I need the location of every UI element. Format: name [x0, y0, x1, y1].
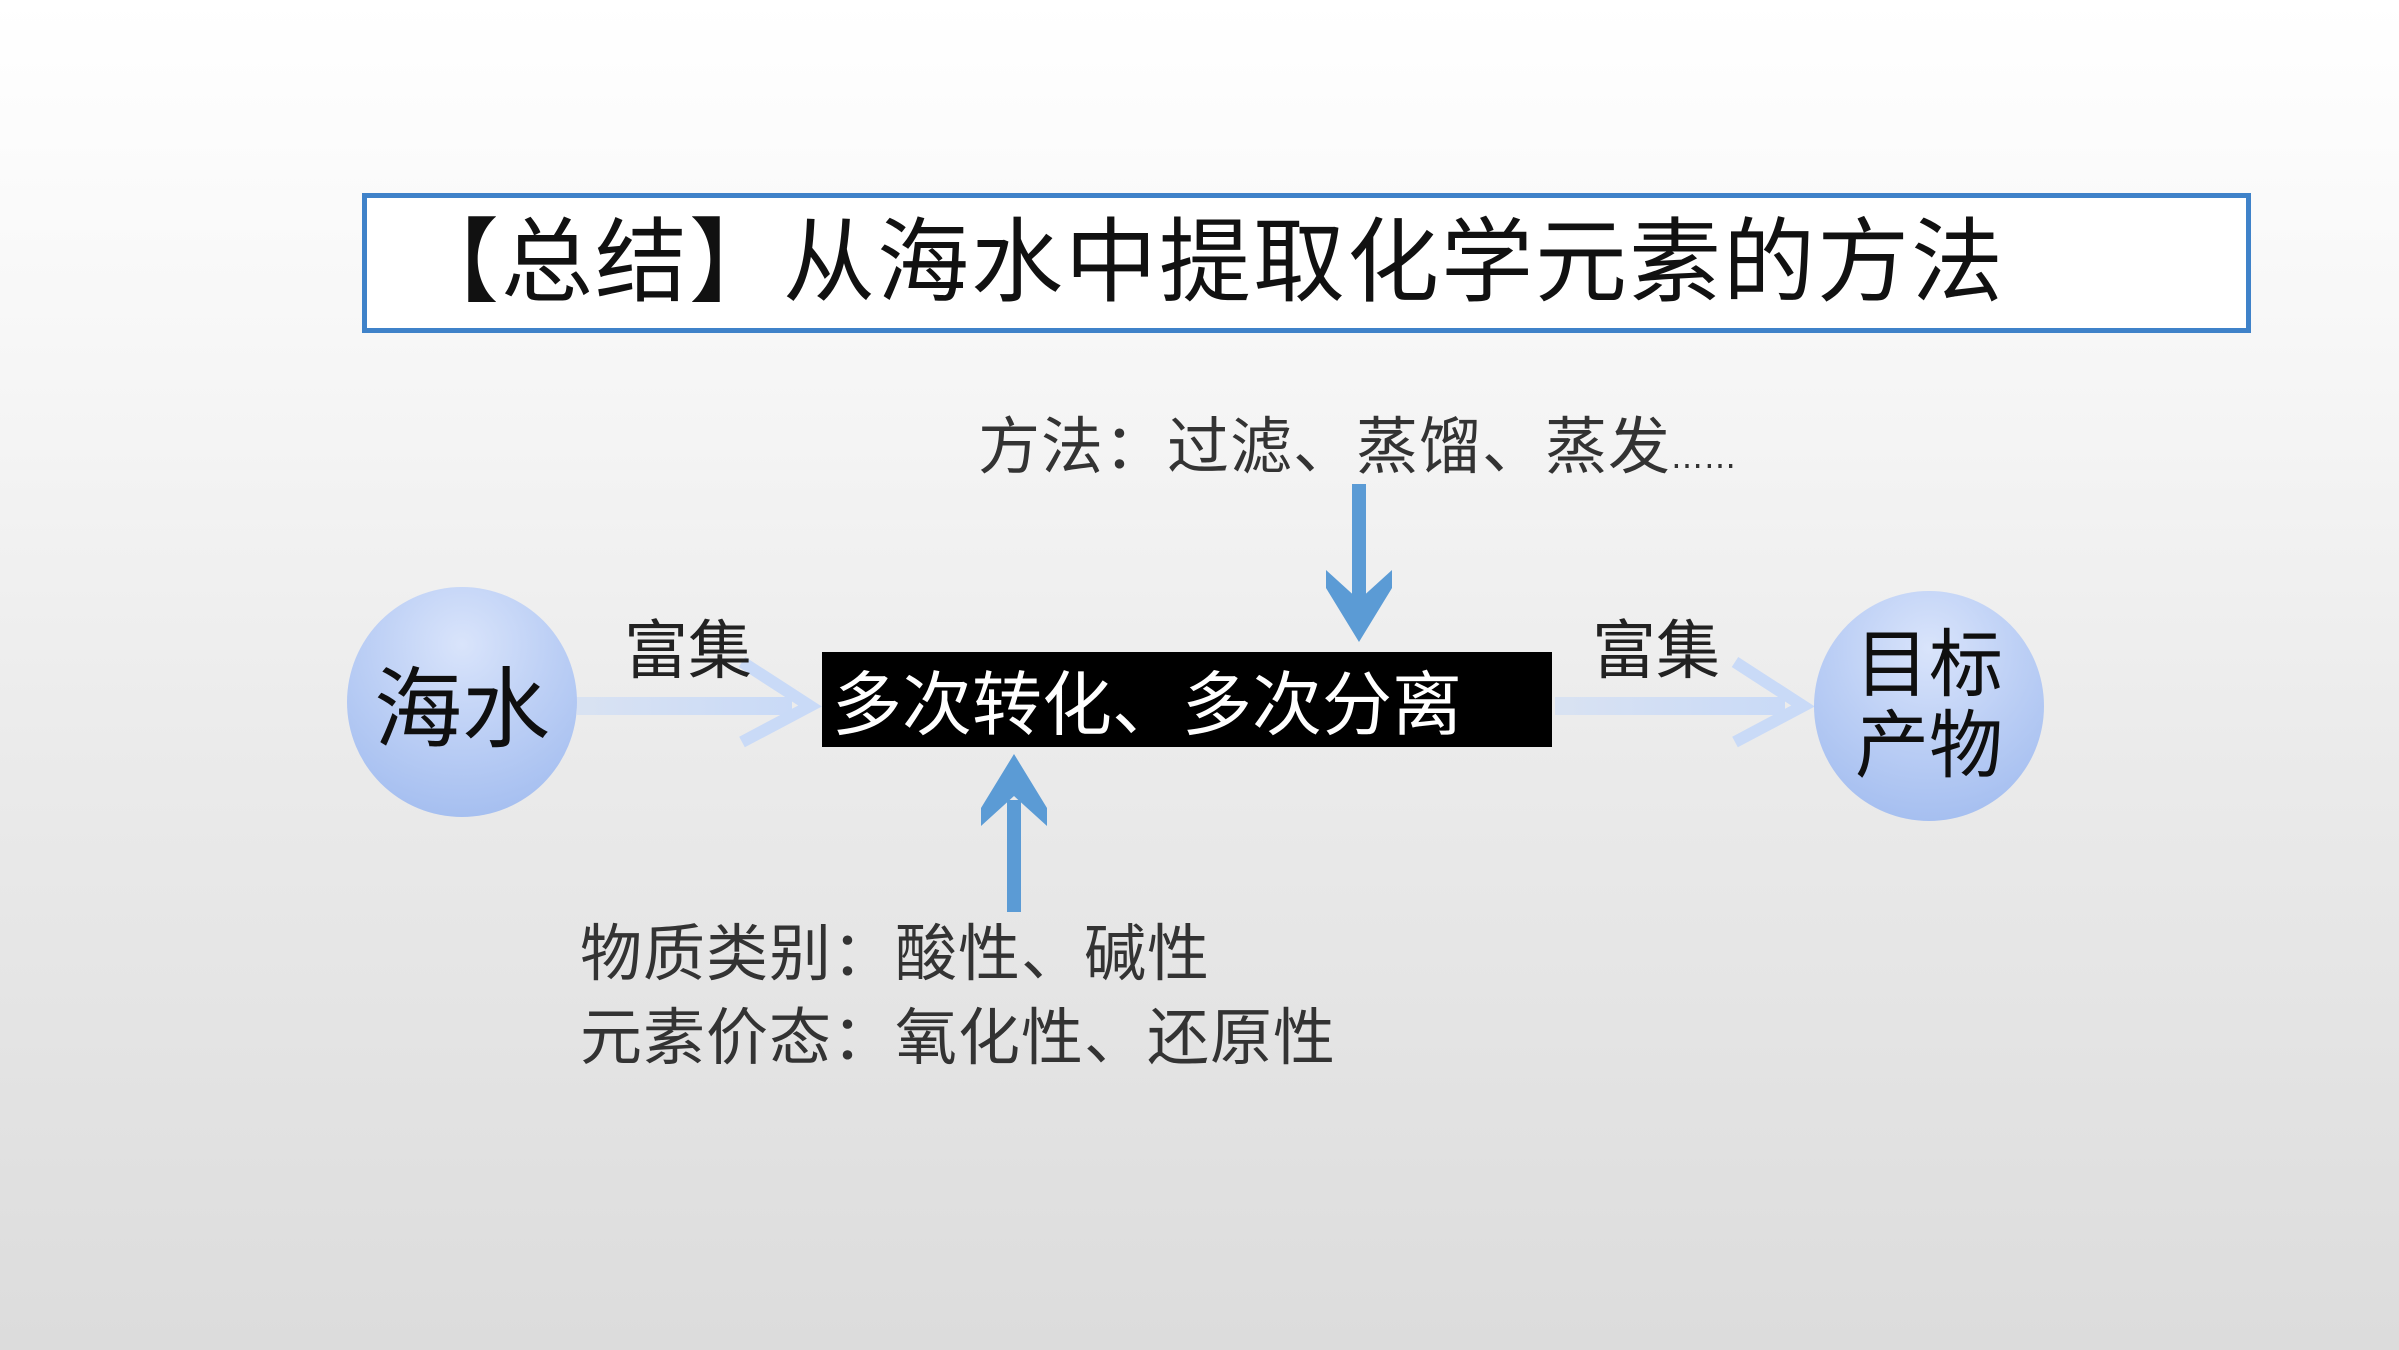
arrow-left-horizontal	[577, 656, 822, 748]
source-node-label: 海水	[373, 657, 550, 761]
left-arrow-label: 富集	[624, 615, 752, 689]
target-node-product: 目标 产物	[1814, 591, 2044, 821]
arrow-down-vertical	[1326, 484, 1392, 642]
target-node-line2: 产物	[1855, 703, 2003, 789]
target-node-label: 目标 产物	[1849, 621, 2009, 789]
method-ellipsis: ……	[1671, 438, 1738, 476]
title-box: 【总结】从海水中提取化学元素的方法	[362, 193, 2251, 333]
arrow-right-horizontal	[1555, 656, 1815, 748]
conditions-line-2: 元素价态：氧化性、还原性	[580, 1001, 1337, 1074]
process-node: 多次转化、多次分离	[822, 652, 1552, 747]
conditions-line-1: 物质类别：酸性、碱性	[580, 917, 1211, 990]
source-node-seawater: 海水	[347, 587, 577, 817]
slide-title: 【总结】从海水中提取化学元素的方法	[407, 209, 2006, 316]
process-node-label: 多次转化、多次分离	[832, 664, 1462, 746]
method-label: 方法：过滤、蒸馏、蒸发……	[978, 396, 1737, 486]
right-arrow-label: 富集	[1592, 615, 1720, 689]
target-node-line1: 目标	[1855, 621, 2003, 708]
arrow-up-vertical	[981, 754, 1047, 912]
method-label-text: 方法：过滤、蒸馏、蒸发	[978, 410, 1672, 483]
conditions-label: 物质类别：酸性、碱性 元素价态：氧化性、还原性	[580, 912, 1336, 1080]
